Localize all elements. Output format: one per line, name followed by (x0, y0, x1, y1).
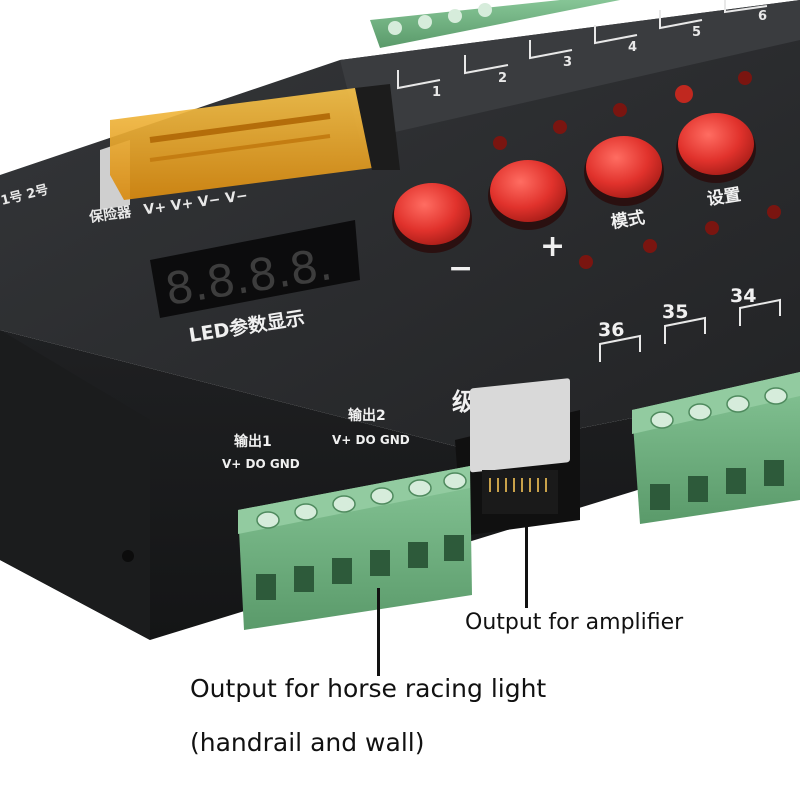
screw (122, 550, 134, 562)
amplifier-caption: Output for amplifier (465, 610, 684, 635)
channel-brackets-top (397, 0, 768, 90)
button-mode[interactable] (584, 136, 664, 206)
racing-light-caption-line1: Output for horse racing light (190, 674, 547, 703)
rj45-port[interactable] (455, 378, 580, 536)
amplifier-callout-line (525, 520, 528, 608)
channel-4-label: 4 (628, 40, 637, 55)
top-terminal-strip (370, 0, 620, 48)
output1-pins: V+ DO GND (222, 457, 300, 471)
racing-light-caption-line2: (handrail and wall) (190, 728, 425, 757)
indicator-leds (493, 71, 781, 269)
fuse-holder (100, 84, 400, 210)
button-setup[interactable] (676, 113, 756, 183)
channel-6-label: 6 (758, 9, 767, 24)
channel-5-label: 5 (692, 25, 701, 40)
output-labels: 输出1 V+ DO GND 输出2 V+ DO GND (222, 407, 410, 471)
plus-label: + (540, 229, 565, 264)
channel-2-label: 2 (498, 71, 507, 86)
led-display: 8.8.8.8. (150, 220, 360, 318)
button-minus[interactable] (392, 183, 472, 253)
channel-3-label: 3 (563, 55, 572, 70)
channel-36-label: 36 (598, 319, 624, 341)
channel-34-label: 34 (730, 285, 756, 307)
output1-title: 输出1 (234, 433, 272, 450)
minus-label: − (448, 251, 473, 286)
channel-brackets-right (599, 298, 781, 362)
channel-35-label: 35 (662, 301, 688, 323)
channel-numbers-top: 1 2 3 4 5 6 (432, 9, 767, 100)
upper-housing (340, 0, 800, 140)
device-side-panel (0, 330, 150, 640)
output-terminal-block (238, 466, 472, 630)
fuse-text: 保险器 (87, 203, 133, 226)
channel-1-label: 1 (432, 85, 441, 100)
channel-numbers-right: 36 35 34 (598, 285, 756, 341)
button-plus[interactable] (488, 160, 568, 230)
right-terminal-block (632, 372, 800, 524)
output2-pins: V+ DO GND (332, 433, 410, 447)
output2-title: 输出2 (348, 407, 386, 424)
racing-light-callout-line (377, 588, 380, 676)
